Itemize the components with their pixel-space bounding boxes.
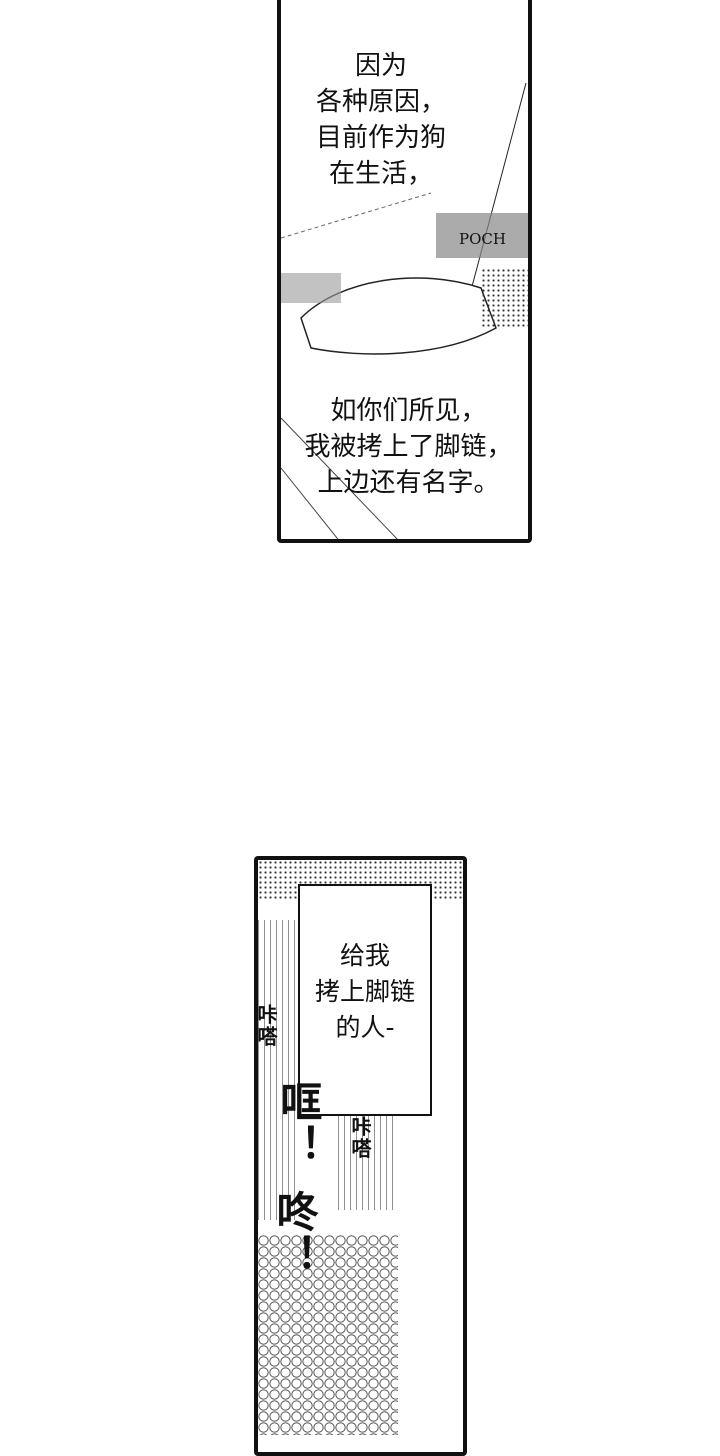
mesh-pattern bbox=[258, 1235, 398, 1435]
anklet-name-tag: POCH bbox=[459, 230, 506, 248]
manga-panel-1: POCH 因为 各种原因， 目前作为狗 在生活， 如你们所见， 我被拷上了脚链，… bbox=[277, 0, 532, 543]
manga-panel-2: 给我 拷上脚链 的人- 咔嗒 咔嗒 哐！ 咚！ bbox=[254, 856, 467, 1456]
caption-top: 因为 各种原因， 目前作为狗 在生活， bbox=[315, 51, 446, 189]
sfx-thud: 咚！ bbox=[270, 1190, 319, 1278]
caption-box: 给我 拷上脚链 的人- bbox=[298, 884, 432, 1116]
sfx-click-2: 咔嗒 bbox=[348, 1116, 372, 1160]
caption-bottom: 如你们所见， 我被拷上了脚链， 上边还有名字。 bbox=[304, 396, 513, 498]
sfx-bang: 哐！ bbox=[274, 1080, 323, 1168]
sfx-click-1: 咔嗒 bbox=[254, 1004, 278, 1048]
censored-anklet bbox=[436, 213, 528, 258]
floor-lines bbox=[281, 82, 528, 539]
